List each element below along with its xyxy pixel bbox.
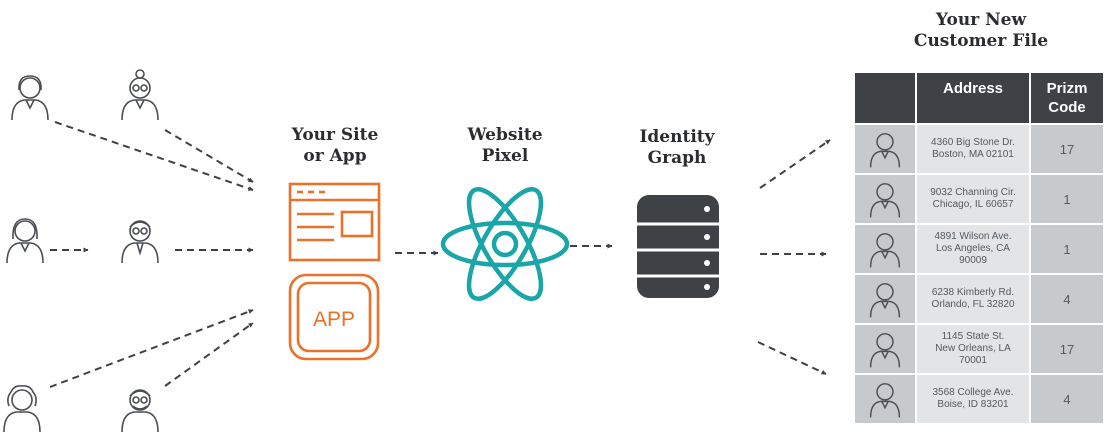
table-header-prizm-code: Prizm Code <box>1031 73 1103 123</box>
address-line: New Orleans, LA <box>935 343 1011 354</box>
address-line: 4360 Big Stone Dr. <box>931 137 1015 148</box>
atom-icon <box>440 187 570 301</box>
prizm-code-value: 1 <box>1063 241 1071 257</box>
row-address-cell: 6238 Kimberly Rd.Orlando, FL 32820 <box>917 275 1029 323</box>
person-woman-glasses-icon <box>869 333 901 368</box>
address-line: Chicago, IL 60657 <box>932 199 1014 210</box>
address-line: Boston, MA 02101 <box>932 149 1014 160</box>
header-address-text: Address <box>942 80 1004 97</box>
address-line: Orlando, FL 32820 <box>931 299 1015 310</box>
address-line: 1145 State St. <box>941 331 1005 342</box>
app-icon: APP <box>288 273 380 361</box>
person-woman-bob-icon <box>6 218 44 264</box>
table-row: 4360 Big Stone Dr.Boston, MA 02101 17 <box>855 125 1103 173</box>
address-line: 3568 College Ave. <box>932 387 1014 398</box>
browser-window-icon <box>288 182 381 262</box>
label-line: Identity <box>639 127 715 147</box>
label-line: Your New <box>935 10 1027 30</box>
address-line: Boise, ID 83201 <box>937 399 1009 410</box>
row-prizm-code-cell: 1 <box>1031 175 1103 223</box>
prizm-code-value: 4 <box>1063 291 1071 307</box>
label-line: Your Site <box>291 125 379 145</box>
prizm-code-value: 1 <box>1063 191 1071 207</box>
person-woman-curly-icon <box>3 385 41 432</box>
app-icon-text: APP <box>313 308 355 331</box>
table-row: 9032 Channing Cir.Chicago, IL 60657 1 <box>855 175 1103 223</box>
table-header-icon <box>855 73 915 123</box>
address-line: 90009 <box>959 255 987 266</box>
arrow-person6-app <box>164 322 254 387</box>
person-woman-curly-icon <box>869 383 901 418</box>
arrow-graph-file-top <box>759 139 831 189</box>
person-man-beard-icon <box>121 389 159 432</box>
label-line: Customer File <box>913 31 1049 51</box>
table-row: 6238 Kimberly Rd.Orlando, FL 32820 4 <box>855 275 1103 323</box>
customer-file-table: Address Prizm Code 4360 Big Stone Dr.Bos… <box>855 73 1103 423</box>
prizm-code-value: 17 <box>1059 141 1075 157</box>
arrow-graph-file-bottom <box>757 341 827 375</box>
label-website-pixel: Website Pixel <box>440 125 570 167</box>
flow-arrows <box>49 121 831 388</box>
arrow-person2-site <box>164 129 254 183</box>
row-prizm-code-cell: 17 <box>1031 125 1103 173</box>
row-prizm-code-cell: 4 <box>1031 375 1103 423</box>
row-prizm-code-cell: 17 <box>1031 325 1103 373</box>
label-line: Graph <box>647 148 707 168</box>
arrow-person1-site <box>54 121 254 191</box>
arrow-person5-app <box>49 309 254 388</box>
row-address-cell: 9032 Channing Cir.Chicago, IL 60657 <box>917 175 1029 223</box>
label-identity-graph: Identity Graph <box>612 127 742 169</box>
person-woman-icon <box>11 75 49 121</box>
person-woman-glasses-icon <box>121 69 159 121</box>
person-man-glasses-icon <box>869 133 901 168</box>
label-line: Pixel <box>481 146 529 166</box>
person-man-glasses-icon <box>121 220 159 264</box>
row-avatar-cell <box>855 275 915 323</box>
row-avatar-cell <box>855 175 915 223</box>
row-avatar-cell <box>855 325 915 373</box>
row-address-cell: 3568 College Ave.Boise, ID 83201 <box>917 375 1029 423</box>
row-address-cell: 4360 Big Stone Dr.Boston, MA 02101 <box>917 125 1029 173</box>
person-woman-bob-icon <box>869 283 901 318</box>
row-avatar-cell <box>855 225 915 273</box>
label-your-site-or-app: Your Site or App <box>272 125 398 167</box>
address-line: Los Angeles, CA <box>936 243 1010 254</box>
prizm-code-value: 17 <box>1059 341 1075 357</box>
label-your-new-customer-file: Your New Customer File <box>886 10 1076 52</box>
row-avatar-cell <box>855 125 915 173</box>
header-code-line2: Code <box>1048 99 1086 116</box>
label-line: Website <box>467 125 543 145</box>
address-line: 4891 Wilson Ave. <box>934 231 1012 242</box>
address-line: 70001 <box>959 355 987 366</box>
row-prizm-code-cell: 4 <box>1031 275 1103 323</box>
person-man-glasses-icon <box>869 233 901 268</box>
address-line: 6238 Kimberly Rd. <box>931 287 1015 298</box>
prizm-code-value: 4 <box>1063 391 1071 407</box>
database-icon <box>637 195 719 298</box>
address-line: 9032 Channing Cir. <box>930 187 1016 198</box>
header-code-line1: Prizm <box>1046 80 1088 97</box>
table-header-address: Address <box>917 73 1029 123</box>
row-prizm-code-cell: 1 <box>1031 225 1103 273</box>
person-woman-icon <box>869 183 901 218</box>
row-avatar-cell <box>855 375 915 423</box>
label-line: or App <box>303 146 367 166</box>
table-row: 3568 College Ave.Boise, ID 83201 4 <box>855 375 1103 423</box>
